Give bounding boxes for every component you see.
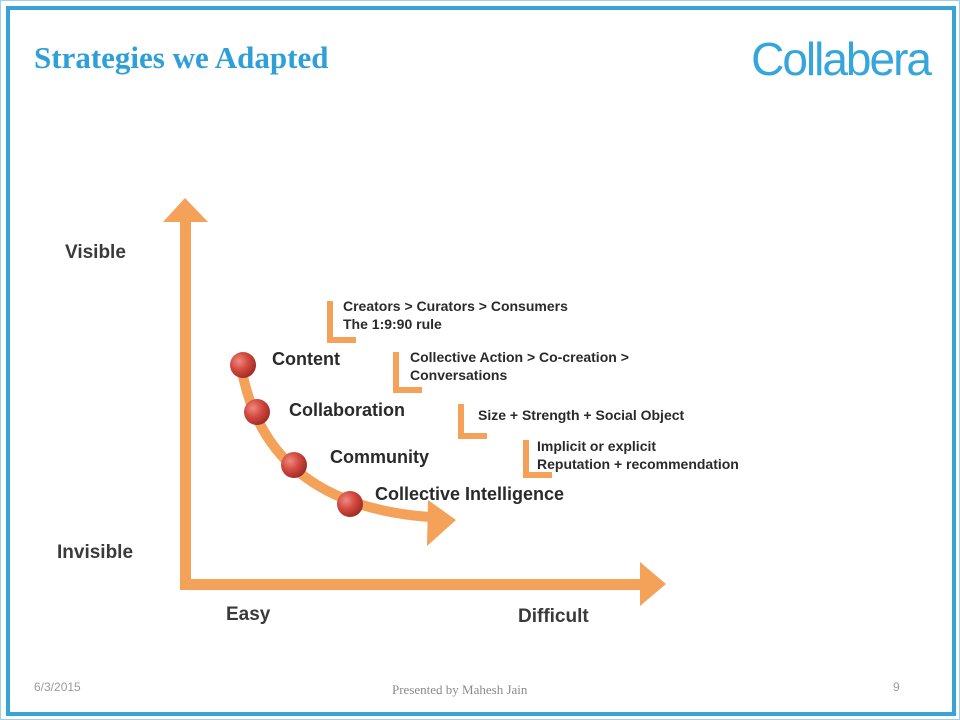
note-line: Size + Strength + Social Object <box>478 407 685 423</box>
brand-logo: Collabera <box>751 33 932 85</box>
footer-page-number: 9 <box>893 680 900 694</box>
note-line: Collective Action > Co-creation > <box>410 349 629 365</box>
x-axis-left-label: Easy <box>226 604 271 625</box>
footer-presenter: Presented by Mahesh Jain <box>392 682 528 697</box>
stage-label-content: Content <box>272 349 340 369</box>
y-axis-top-label: Visible <box>65 242 126 263</box>
note-line: Implicit or explicit <box>537 438 656 454</box>
note-bracket <box>523 440 552 478</box>
stage-node <box>337 491 363 517</box>
stage-label-collective-intelligence: Collective Intelligence <box>375 484 564 504</box>
note-bracket <box>458 404 487 439</box>
stage-node <box>281 452 307 478</box>
note-line: Creators > Curators > Consumers <box>343 298 568 314</box>
x-axis-right-label: Difficult <box>518 606 589 627</box>
note-line: Reputation + recommendation <box>537 456 739 472</box>
slide-title: Strategies we Adapted <box>34 40 329 75</box>
stage-node <box>230 352 256 378</box>
stage-node <box>244 399 270 425</box>
y-axis-bottom-label: Invisible <box>57 542 133 563</box>
footer-date: 6/3/2015 <box>34 680 81 694</box>
x-axis-arrow <box>180 562 666 606</box>
note-line: Conversations <box>410 367 507 383</box>
note-bracket <box>393 352 422 393</box>
stage-label-collaboration: Collaboration <box>289 400 405 420</box>
note-bracket <box>327 301 356 343</box>
stage-label-community: Community <box>330 447 429 467</box>
note-line: The 1:9:90 rule <box>343 316 442 332</box>
y-axis-arrow <box>163 198 208 590</box>
